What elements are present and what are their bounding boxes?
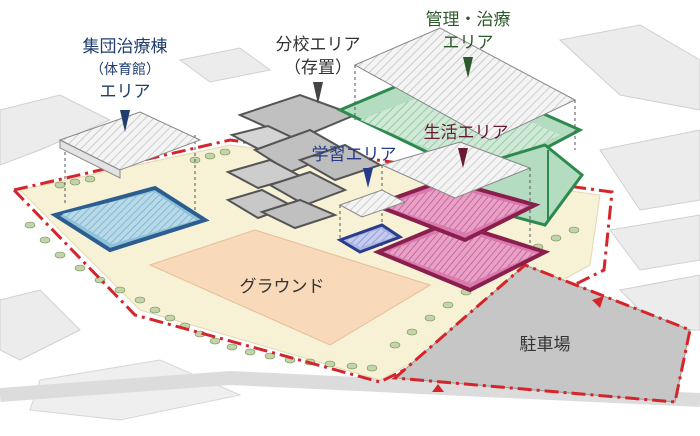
site-boundary: [11, 138, 614, 384]
management-pointer: [463, 57, 473, 78]
pointer-markers: [120, 57, 473, 188]
living-pointer: [458, 148, 468, 168]
study-label: 学習エリア: [312, 145, 397, 164]
group-therapy-pointer: [120, 110, 130, 132]
parking-exit-marker: [432, 384, 444, 392]
ground-label: グラウンド: [240, 277, 325, 296]
zone-labels: 集団治療棟 （体育館） エリア 分校エリア （存置） 管理・治療 エリア 生活エ…: [83, 10, 511, 164]
study-pointer: [363, 168, 373, 188]
parking-entry-marker: [592, 296, 604, 308]
group-therapy-label-line1: 集団治療棟: [83, 37, 168, 56]
branch-school-label-line2: （存置）: [284, 58, 352, 77]
group-therapy-label-line3: エリア: [100, 82, 151, 101]
group-therapy-label-line2: （体育館）: [90, 61, 160, 77]
parking-label: 駐車場: [520, 335, 571, 354]
surrounding-context: [0, 24, 700, 421]
study-roof: [338, 189, 407, 218]
management-label-line2: エリア: [443, 33, 494, 52]
branch-school-area: [225, 93, 383, 230]
management-label-line1: 管理・治療: [426, 10, 511, 29]
parking-area: 駐車場: [391, 263, 692, 404]
ground-field: グラウンド: [148, 229, 432, 346]
living-label: 生活エリア: [424, 123, 509, 142]
study-area: [336, 189, 407, 254]
branch-school-pointer: [313, 82, 323, 104]
living-area: [369, 141, 551, 293]
group-therapy-area: [50, 111, 210, 253]
branch-school-label-line1: 分校エリア: [276, 35, 361, 54]
